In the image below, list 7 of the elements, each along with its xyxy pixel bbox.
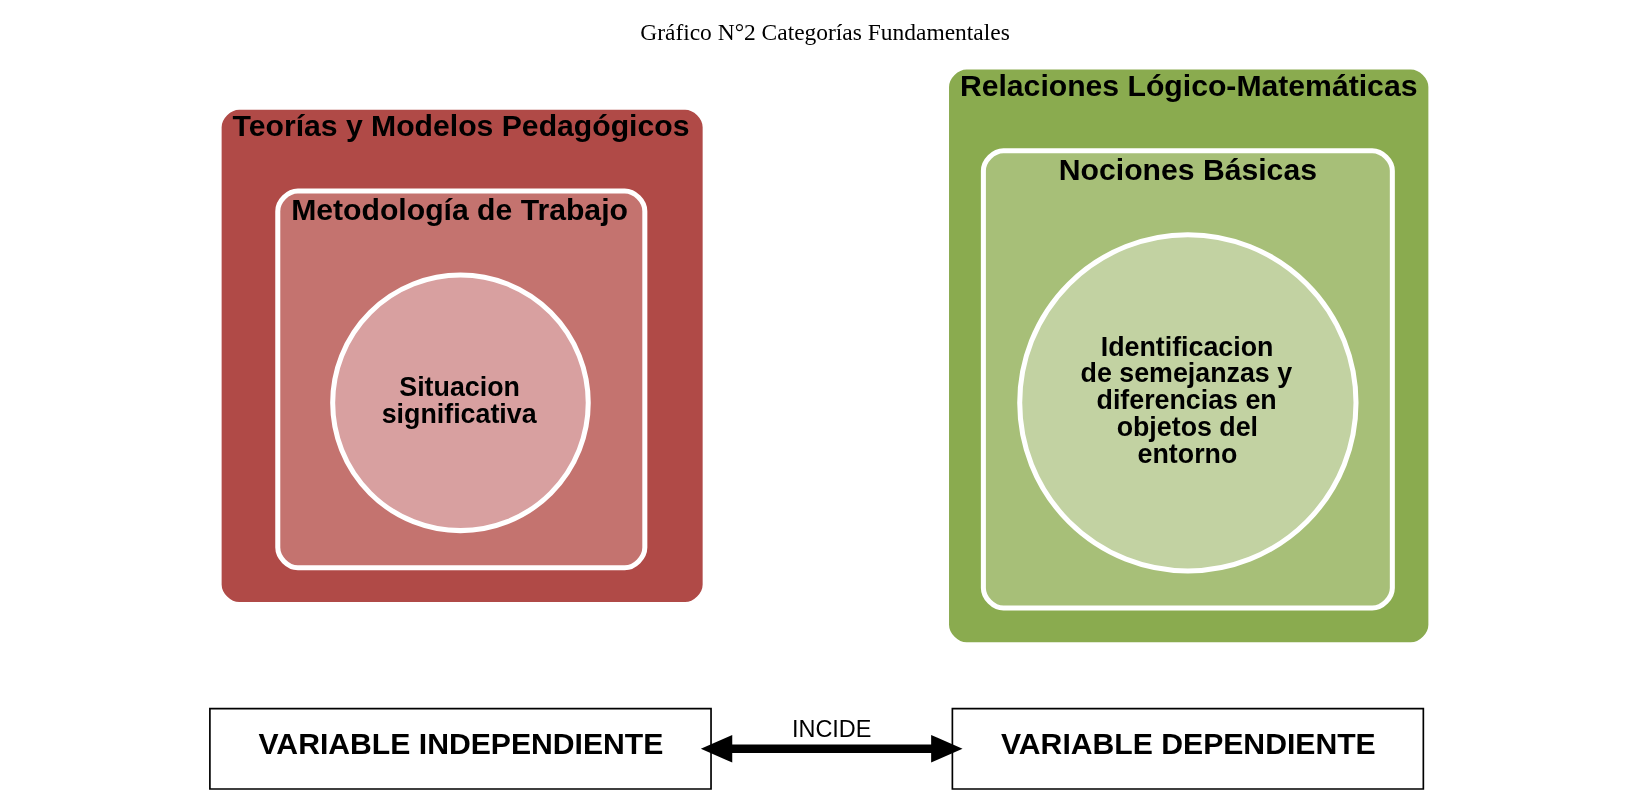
diagram-title: Gráfico N°2 Categorías Fundamentales [639, 19, 1010, 46]
node-box: VARIABLE DEPENDIENTE [951, 707, 1424, 790]
node-box: VARIABLE INDEPENDIENTE [208, 707, 712, 790]
node-circle: Identificacion de semejanzas y diferencias en objetos del entorno [1016, 232, 1358, 574]
edge-label: INCIDE [791, 716, 871, 743]
arrow [700, 735, 963, 763]
node-circle: Situacion significativa [329, 272, 591, 534]
